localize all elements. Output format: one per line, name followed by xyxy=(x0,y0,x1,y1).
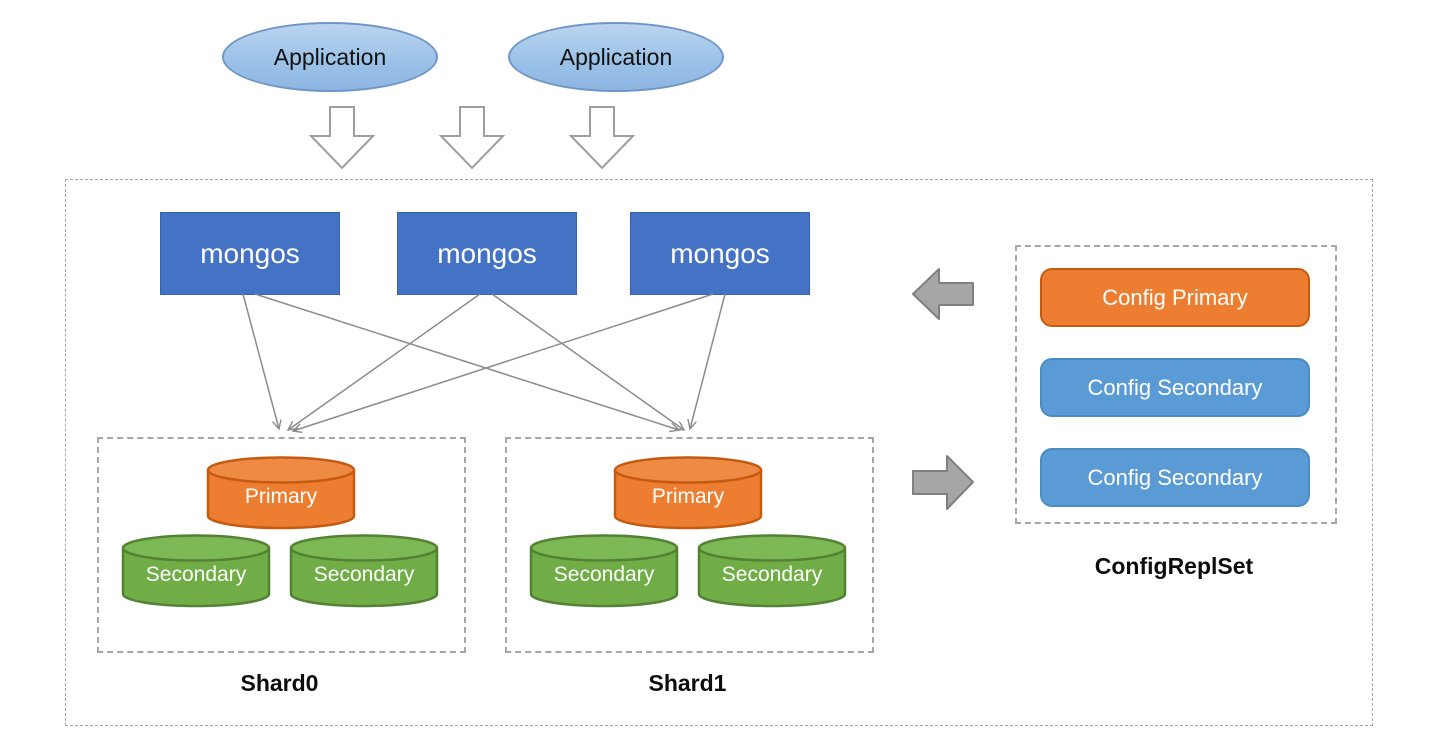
mongos-router-1: mongos xyxy=(160,212,340,295)
down-arrow-icon xyxy=(569,106,635,170)
left-arrow-icon xyxy=(912,268,974,320)
shard1-primary-node: Primary xyxy=(612,455,764,531)
shard1-box xyxy=(505,437,874,653)
shard0-secondary-node-2: Secondary xyxy=(288,533,440,609)
cluster-boundary-box xyxy=(65,179,1373,726)
right-arrow-icon xyxy=(912,455,974,510)
mongos-label: mongos xyxy=(200,237,300,269)
config-secondary-node-1: Config Secondary xyxy=(1040,358,1310,417)
node-label: Primary xyxy=(244,485,318,508)
config-replset-box xyxy=(1015,245,1337,524)
mongos-label: mongos xyxy=(670,237,770,269)
application-node-1: Application xyxy=(222,22,438,92)
application-label: Application xyxy=(559,43,673,70)
node-label: Secondary xyxy=(721,563,823,586)
config-node-label: Config Secondary xyxy=(1087,464,1263,490)
shard1-label: Shard1 xyxy=(648,670,727,696)
config-node-label: Config Primary xyxy=(1102,284,1248,310)
node-label: Secondary xyxy=(313,563,415,586)
down-arrow-icon xyxy=(439,106,505,170)
shard1-secondary-node-1: Secondary xyxy=(528,533,680,609)
shard1-secondary-node-2: Secondary xyxy=(696,533,848,609)
application-node-2: Application xyxy=(508,22,724,92)
shard0-secondary-node-1: Secondary xyxy=(120,533,272,609)
shard0-primary-node: Primary xyxy=(205,455,357,531)
shard0-box xyxy=(97,437,466,653)
mongos-label: mongos xyxy=(437,237,537,269)
config-replset-label: ConfigReplSet xyxy=(1094,553,1254,579)
shard0-label: Shard0 xyxy=(240,670,319,696)
config-secondary-node-2: Config Secondary xyxy=(1040,448,1310,507)
config-node-label: Config Secondary xyxy=(1087,374,1263,400)
mongos-router-2: mongos xyxy=(397,212,577,295)
node-label: Secondary xyxy=(553,563,655,586)
config-primary-node: Config Primary xyxy=(1040,268,1310,327)
node-label: Secondary xyxy=(145,563,247,586)
node-label: Primary xyxy=(651,485,725,508)
mongos-router-3: mongos xyxy=(630,212,810,295)
application-label: Application xyxy=(273,43,387,70)
down-arrow-icon xyxy=(309,106,375,170)
